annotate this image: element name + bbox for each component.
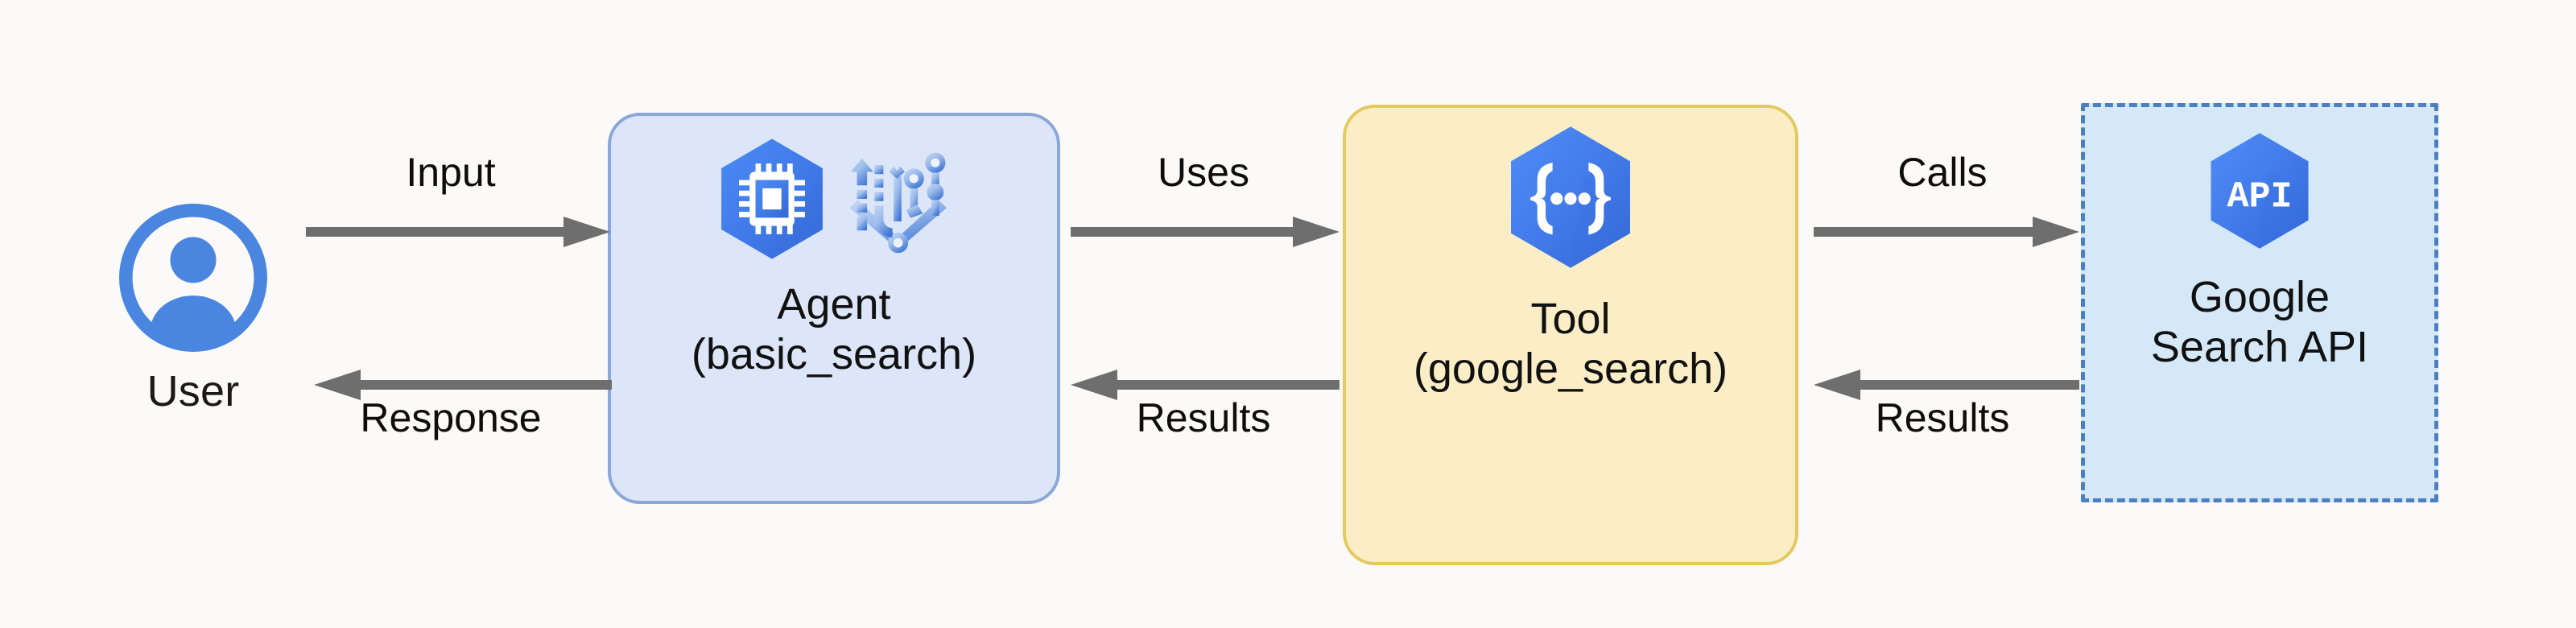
api-icon-row: API	[2202, 130, 2317, 252]
arrow-response	[314, 366, 612, 403]
user-avatar-icon	[119, 204, 267, 352]
arrow-calls	[1814, 213, 2079, 250]
api-hexagon-text: API	[2227, 177, 2292, 218]
node-user[interactable]	[119, 204, 267, 352]
agent-workflow-icon	[849, 152, 947, 254]
api-title: Google Search API	[2150, 273, 2369, 371]
cpu-chip-hexagon-icon	[721, 138, 823, 259]
api-hexagon-icon: API	[2211, 133, 2309, 249]
edge-label-input: Input	[406, 150, 496, 195]
edge-label-results-api-tool: Results	[1875, 395, 2010, 440]
arrow-uses	[1071, 213, 1340, 250]
arrow-results-api-tool	[1814, 366, 2079, 403]
arrow-input	[306, 213, 610, 250]
arrow-results-tool-agent	[1071, 366, 1340, 403]
edge-label-results-tool-agent: Results	[1136, 395, 1271, 440]
edge-label-calls: Calls	[1897, 150, 1988, 195]
agent-icon-row	[712, 135, 956, 262]
user-label: User	[147, 367, 240, 415]
tool-title: Tool (google_search)	[1413, 295, 1728, 393]
code-braces-hexagon-icon	[1511, 126, 1630, 268]
node-tool[interactable]: Tool (google_search)	[1343, 105, 1798, 565]
agent-title: Agent (basic_search)	[691, 280, 977, 378]
node-agent[interactable]: Agent (basic_search)	[608, 113, 1060, 504]
tool-icon-row	[1501, 122, 1640, 272]
node-google-search-api[interactable]: API Google Search API	[2081, 103, 2438, 502]
edge-label-uses: Uses	[1158, 150, 1249, 195]
edge-label-response: Response	[360, 395, 542, 440]
